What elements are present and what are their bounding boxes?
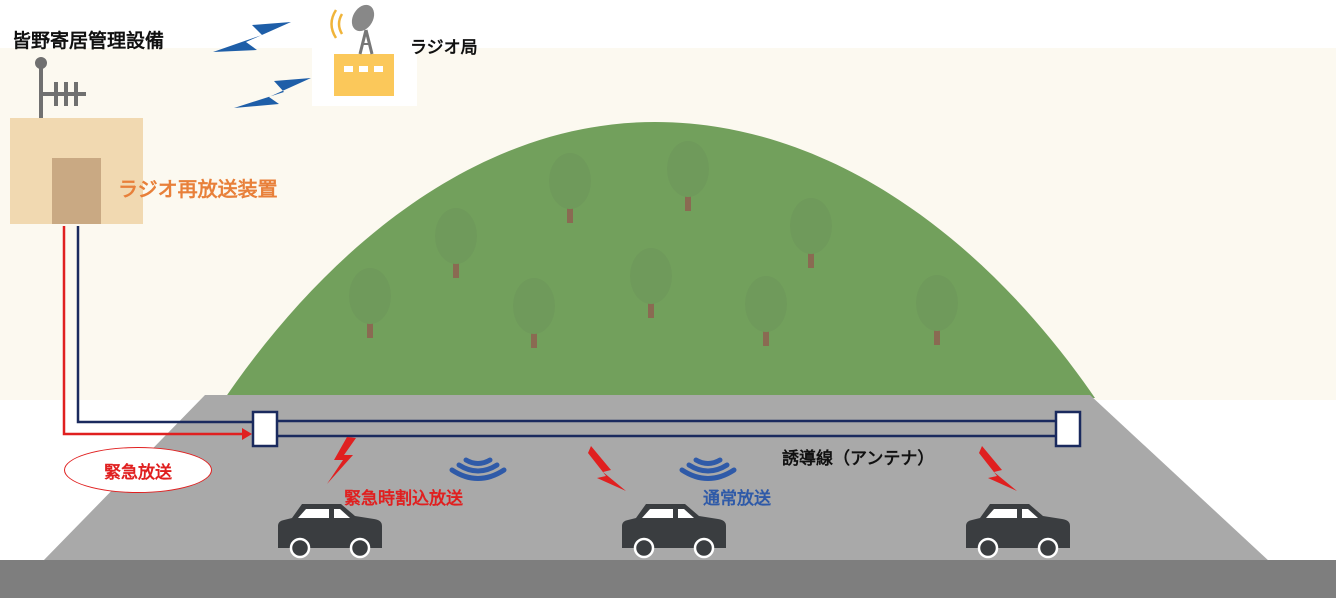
emergency-broadcast-badge: 緊急放送: [64, 447, 212, 493]
radio-wave-icon: [449, 457, 507, 481]
car-icon: [278, 504, 382, 559]
car-icon: [966, 504, 1070, 559]
antenna-icon: [35, 57, 86, 118]
emergency-interrupt-label: 緊急時割込放送: [344, 489, 463, 509]
lightning-icon: [234, 78, 311, 108]
antenna-terminal-left: [251, 410, 279, 448]
satellite-dish-icon: [330, 4, 375, 55]
antenna-terminal-right: [1054, 410, 1082, 448]
tree-icon: [667, 141, 709, 211]
tree-icon: [745, 276, 787, 346]
lightning-icon: [327, 437, 356, 484]
lightning-icon: [213, 22, 291, 52]
radio-wave-icon: [679, 457, 737, 481]
red-emergency-wire: [62, 226, 244, 436]
tree-icon: [349, 268, 391, 338]
lightning-icon: [979, 446, 1017, 491]
tree-icon: [790, 198, 832, 268]
induction-antenna-label: 誘導線（アンテナ）: [782, 449, 935, 469]
ground-strip: [0, 560, 1336, 598]
trees: [349, 141, 958, 348]
tree-icon: [435, 208, 477, 278]
car-icon: [622, 504, 726, 559]
radio-station-label: ラジオ局: [410, 38, 478, 58]
rebroadcast-device-label: ラジオ再放送装置: [118, 177, 278, 201]
tree-icon: [513, 278, 555, 348]
lightning-icon: [588, 446, 626, 491]
facility-door: [52, 158, 101, 224]
radio-station-building: [334, 54, 394, 96]
navy-feed-wire: [76, 226, 253, 424]
facility-building: [10, 118, 143, 224]
emergency-broadcast-label: 緊急放送: [104, 462, 172, 483]
tree-icon: [916, 275, 958, 345]
facility-label: 皆野寄居管理設備: [12, 30, 165, 52]
normal-broadcast-label: 通常放送: [703, 489, 771, 509]
tree-icon: [549, 153, 591, 223]
tree-icon: [630, 248, 672, 318]
induction-antenna-line: [251, 410, 1082, 448]
red-arrow-head: [242, 428, 252, 440]
